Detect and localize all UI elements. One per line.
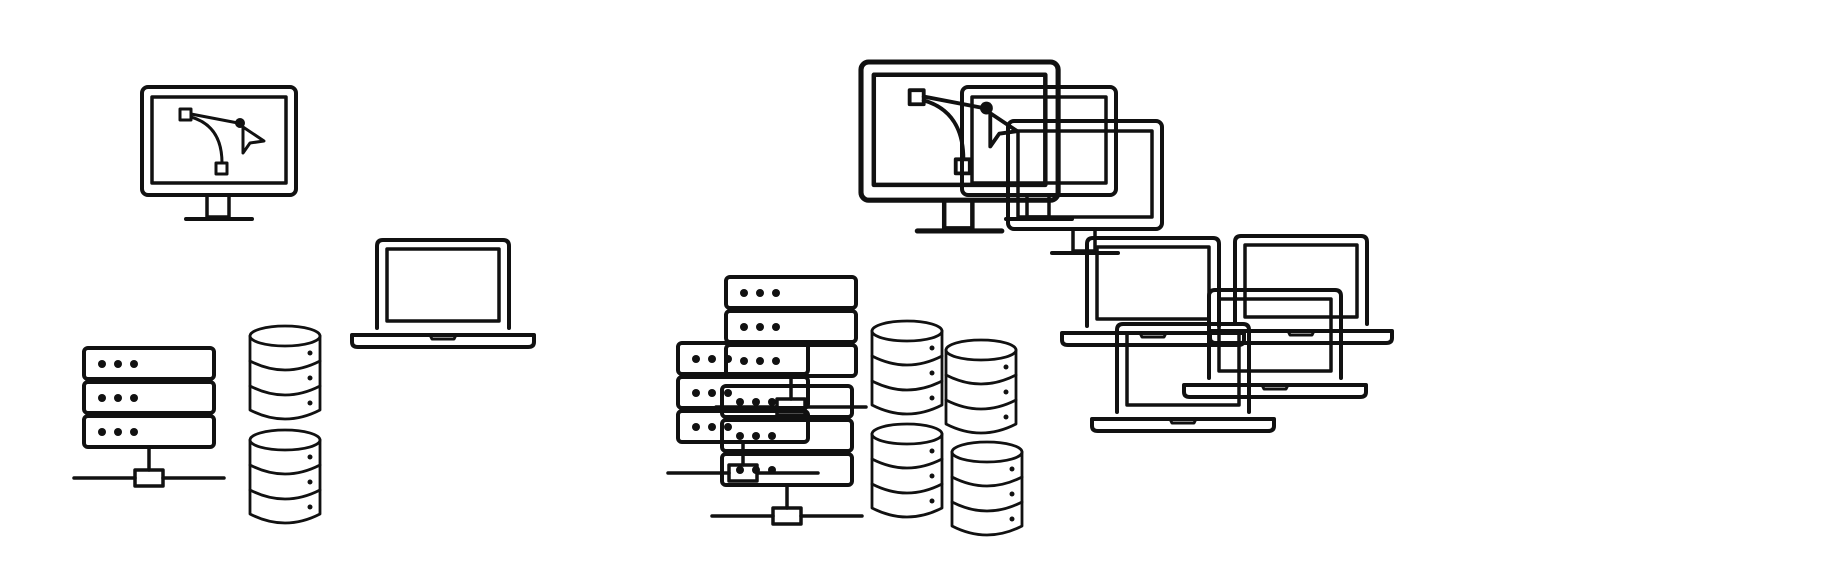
- database-icon: [870, 422, 944, 519]
- server-rack-icon: [72, 346, 226, 488]
- design-monitor-icon: [140, 85, 298, 221]
- laptop-icon: [350, 238, 536, 349]
- database-icon: [248, 324, 322, 421]
- right-icon-group: [666, 62, 1394, 537]
- server-rack-icon: [714, 275, 868, 417]
- left-icon-group: [72, 85, 536, 525]
- database-icon: [870, 319, 944, 416]
- database-icon: [248, 428, 322, 525]
- database-icon: [950, 440, 1024, 537]
- laptop-icon: [1090, 322, 1276, 433]
- database-icon: [944, 338, 1018, 435]
